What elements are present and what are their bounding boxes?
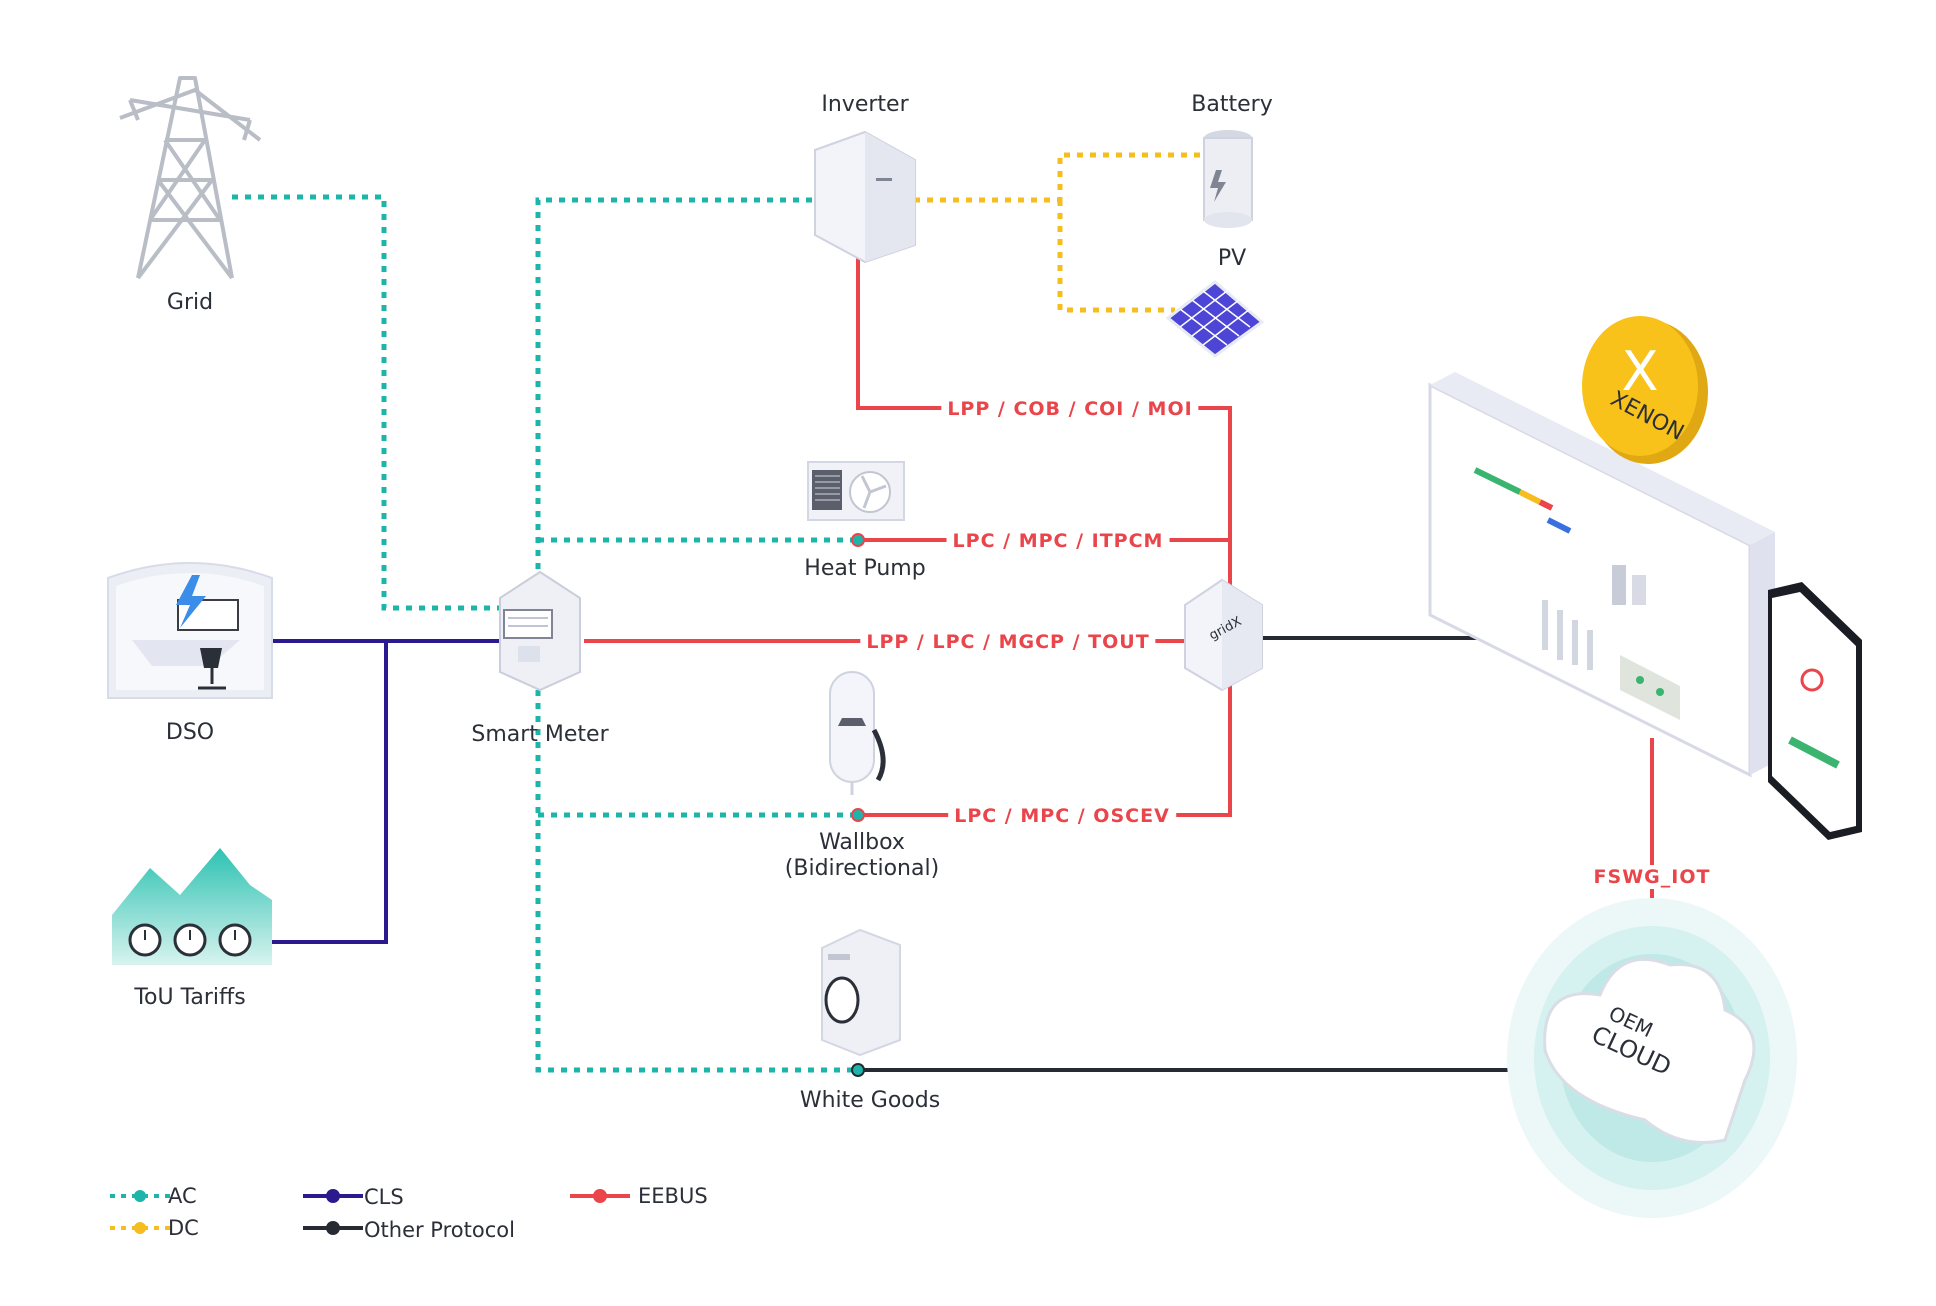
legend-label-eebus: EEBUS (638, 1184, 708, 1208)
dso-label: DSO (165, 720, 215, 745)
oem-cloud-icon: OEM CLOUD (1507, 898, 1797, 1218)
protocol-heat-pump-link: LPC / MPC / ITPCM (946, 529, 1170, 553)
wallbox-label: Wallbox (Bidirectional) (785, 830, 939, 882)
battery-label: Battery (1191, 92, 1273, 117)
white-goods-label: White Goods (799, 1088, 941, 1113)
ac-line-meter-bus (535, 197, 812, 660)
ac-line-meter-lower-bus (535, 690, 858, 1073)
smart-meter-icon (499, 570, 581, 692)
xenon-letter: X (1622, 340, 1659, 403)
smartphone-icon (1768, 582, 1862, 840)
legend-label-cls: CLS (364, 1185, 404, 1209)
ac-line-grid-to-meter (232, 194, 500, 611)
tou-tariffs-label: ToU Tariffs (134, 985, 246, 1010)
legend-item-eebus: EEBUS (638, 1184, 708, 1208)
inverter-icon (814, 130, 916, 264)
wallbox-label-line-2: (Bidirectional) (784, 856, 940, 881)
dashboard-screen (1428, 372, 1775, 778)
ac-lines (232, 194, 858, 1073)
legend-item-ac: AC (168, 1184, 197, 1208)
dc-lines (914, 152, 1210, 313)
dso-office-icon (107, 562, 273, 699)
legend-label-dc: DC (168, 1216, 199, 1240)
eebus-line-wallbox (858, 672, 1232, 817)
legend-item-dc: DC (168, 1216, 199, 1240)
legend-label-ac: AC (168, 1184, 197, 1208)
wallbox-label-line-1: Wallbox (819, 830, 905, 855)
wallbox-icon (829, 671, 886, 795)
xenon-badge: X XENON (1582, 316, 1708, 464)
grid-tower-icon (119, 76, 262, 280)
legend-swatches (110, 1189, 630, 1235)
cls-line-tou-meter (272, 641, 388, 944)
pv-panel-icon (1165, 280, 1265, 358)
legend-label-other-protocol: Other Protocol (364, 1218, 515, 1242)
heat-pump-icon (807, 461, 905, 521)
legend-item-cls: CLS (364, 1185, 404, 1209)
cls-lines (272, 639, 500, 944)
connection-dots (851, 533, 865, 1077)
legend-item-other-protocol: Other Protocol (364, 1218, 515, 1242)
tou-tariffs-icon (112, 848, 272, 965)
smart-meter-label: Smart Meter (471, 722, 609, 747)
protocol-meter-link: LPP / LPC / MGCP / TOUT (860, 630, 1156, 654)
inverter-label: Inverter (821, 92, 909, 117)
white-goods-icon (821, 928, 901, 1057)
gridx-gateway-icon: gridX (1184, 578, 1263, 692)
other-protocol-lines (860, 636, 1580, 1072)
protocol-wallbox-link: LPC / MPC / OSCEV (948, 804, 1176, 828)
battery-icon (1203, 130, 1253, 228)
protocol-cloud-link: FSWG_IOT (1587, 865, 1717, 889)
heat-pump-label: Heat Pump (804, 556, 926, 581)
dc-line-inverter-battery (914, 152, 1210, 203)
pv-label: PV (1217, 246, 1247, 271)
grid-label: Grid (166, 290, 214, 315)
protocol-inverter-link: LPP / COB / COI / MOI (941, 397, 1199, 421)
dc-line-inverter-pv (1057, 200, 1175, 313)
